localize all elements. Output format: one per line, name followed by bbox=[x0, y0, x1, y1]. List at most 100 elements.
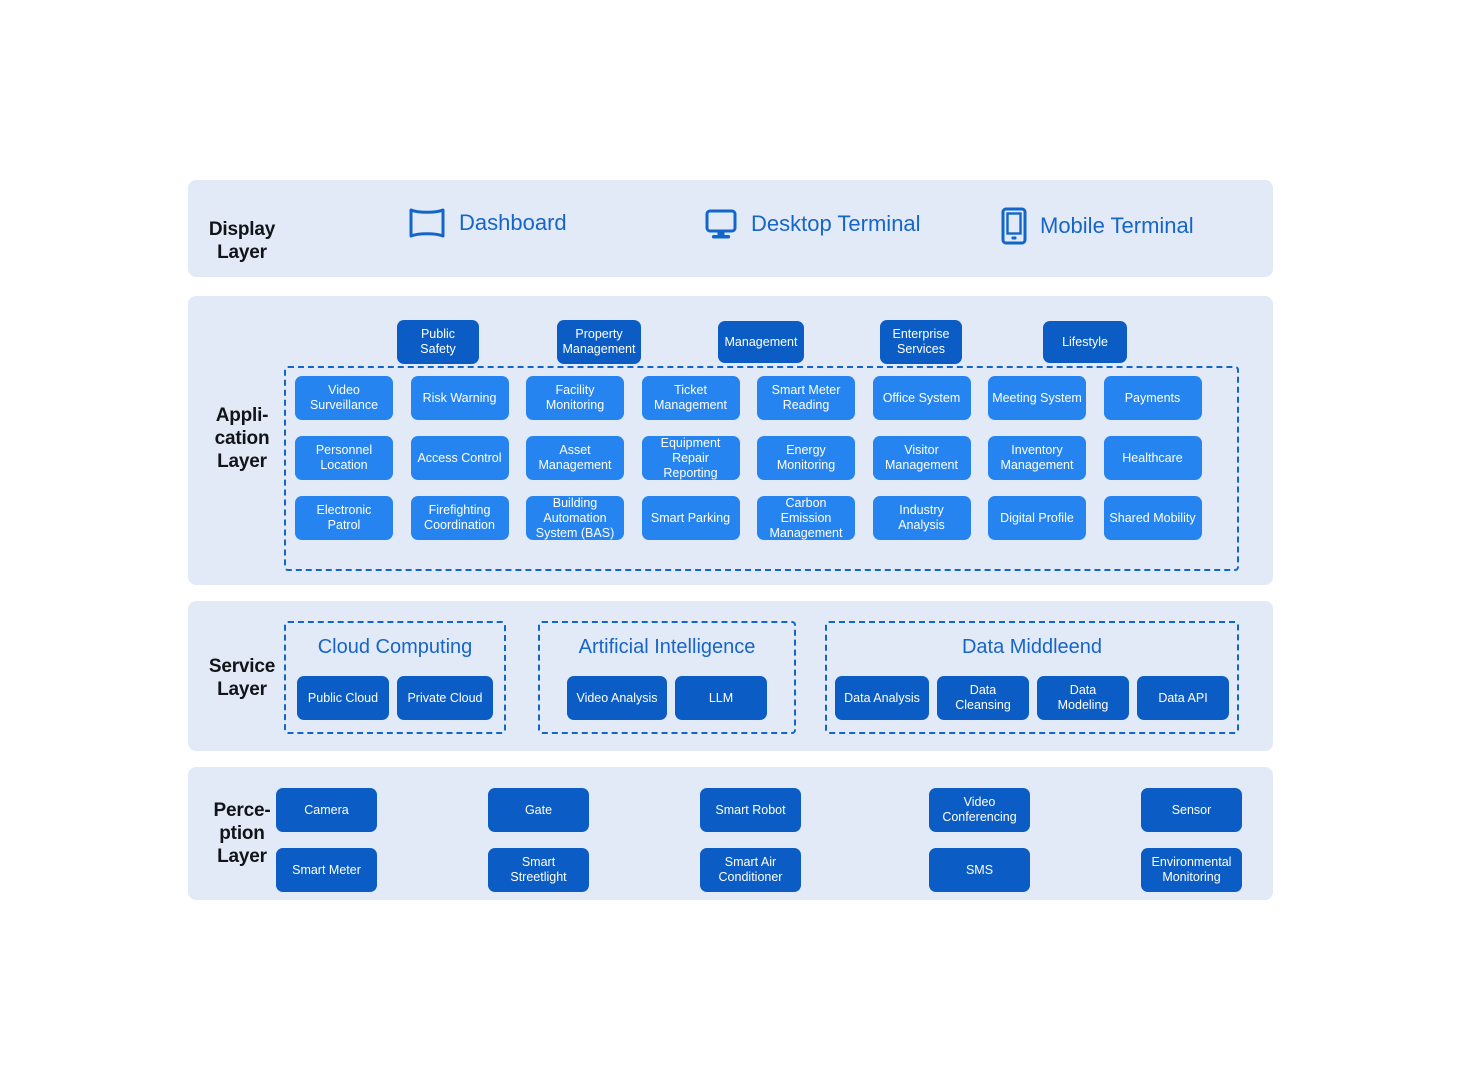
desktop-monitor-icon bbox=[704, 207, 738, 241]
perception-item-sensor[interactable]: Sensor bbox=[1141, 788, 1242, 832]
application-item-smart-meter-reading[interactable]: Smart Meter Reading bbox=[757, 376, 855, 420]
perception-layer-label-line-2: ption bbox=[219, 823, 265, 844]
perception-item-label: Smart Robot bbox=[715, 802, 786, 817]
application-item-electronic-patrol[interactable]: Electronic Patrol bbox=[295, 496, 393, 540]
application-item-personnel-location[interactable]: Personnel Location bbox=[295, 436, 393, 480]
application-item-label: Meeting System bbox=[992, 390, 1082, 405]
application-item-label: Energy Monitoring bbox=[776, 443, 836, 472]
perception-item-label: Smart Air Conditioner bbox=[718, 855, 783, 884]
application-item-label: Office System bbox=[882, 390, 961, 405]
service-chip-label: Public Cloud bbox=[307, 690, 379, 705]
application-item-label: Carbon Emission Management bbox=[769, 495, 843, 540]
perception-item-label: Camera bbox=[304, 802, 349, 817]
application-item-label: Healthcare bbox=[1122, 450, 1183, 465]
display-item-label: Dashboard bbox=[459, 210, 567, 235]
perception-item-environmental-monitoring[interactable]: Environmental Monitoring bbox=[1141, 848, 1242, 892]
perception-item-camera[interactable]: Camera bbox=[276, 788, 377, 832]
display-item-mobile-terminal[interactable]: Mobile Terminal bbox=[1001, 207, 1194, 245]
service-layer-label: Service Layer bbox=[188, 655, 296, 701]
service-group-title: Cloud Computing bbox=[317, 636, 473, 658]
application-item-building-automation-system-bas[interactable]: Building Automation System (BAS) bbox=[526, 496, 624, 540]
service-chip-public-cloud[interactable]: Public Cloud bbox=[297, 676, 389, 720]
application-item-video-surveillance[interactable]: Video Surveillance bbox=[295, 376, 393, 420]
perception-item-smart-streetlight[interactable]: Smart Streetlight bbox=[488, 848, 589, 892]
application-item-shared-mobility[interactable]: Shared Mobility bbox=[1103, 496, 1202, 540]
perception-item-label: Environmental Monitoring bbox=[1151, 855, 1232, 884]
application-item-visitor-management[interactable]: Visitor Management bbox=[872, 436, 971, 480]
service-chip-llm[interactable]: LLM bbox=[675, 676, 767, 720]
application-item-risk-warning[interactable]: Risk Warning bbox=[410, 376, 509, 420]
display-item-label: Desktop Terminal bbox=[751, 211, 921, 236]
application-item-energy-monitoring[interactable]: Energy Monitoring bbox=[757, 436, 855, 480]
perception-item-label: Video Conferencing bbox=[942, 795, 1017, 824]
application-item-label: Industry Analysis bbox=[898, 503, 945, 532]
service-chip-video-analysis[interactable]: Video Analysis bbox=[567, 676, 667, 720]
application-item-label: Smart Meter Reading bbox=[771, 383, 841, 412]
application-item-inventory-management[interactable]: Inventory Management bbox=[988, 436, 1086, 480]
service-chip-data-api[interactable]: Data API bbox=[1137, 676, 1229, 720]
perception-item-smart-robot[interactable]: Smart Robot bbox=[700, 788, 801, 832]
service-group-chips: Video Analysis LLM bbox=[540, 676, 794, 720]
perception-item-sms[interactable]: SMS bbox=[929, 848, 1030, 892]
application-item-label: Payments bbox=[1124, 390, 1181, 405]
service-chip-data-analysis[interactable]: Data Analysis bbox=[835, 676, 929, 720]
application-item-label: Electronic Patrol bbox=[316, 503, 372, 532]
mobile-phone-icon bbox=[1001, 207, 1027, 245]
service-chip-label: Video Analysis bbox=[576, 690, 658, 705]
application-item-ticket-management[interactable]: Ticket Management bbox=[641, 376, 740, 420]
perception-item-smart-meter[interactable]: Smart Meter bbox=[276, 848, 377, 892]
application-item-asset-management[interactable]: Asset Management bbox=[526, 436, 624, 480]
application-item-industry-analysis[interactable]: Industry Analysis bbox=[872, 496, 971, 540]
application-item-payments[interactable]: Payments bbox=[1103, 376, 1202, 420]
application-item-facility-monitoring[interactable]: Facility Monitoring bbox=[526, 376, 624, 420]
service-chip-data-modeling[interactable]: Data Modeling bbox=[1037, 676, 1129, 720]
application-item-smart-parking[interactable]: Smart Parking bbox=[641, 496, 740, 540]
application-category-label: Management bbox=[724, 334, 798, 349]
service-group-title: Artificial Intelligence bbox=[578, 636, 756, 658]
application-item-label: Equipment Repair Reporting bbox=[660, 435, 721, 480]
application-item-digital-profile[interactable]: Digital Profile bbox=[988, 496, 1086, 540]
service-chip-data-cleansing[interactable]: Data Cleansing bbox=[937, 676, 1029, 720]
display-item-label: Mobile Terminal bbox=[1040, 213, 1194, 238]
perception-item-smart-air-conditioner[interactable]: Smart Air Conditioner bbox=[700, 848, 801, 892]
perception-layer-label: Perce- ption Layer bbox=[188, 799, 296, 868]
application-item-carbon-emission-management[interactable]: Carbon Emission Management bbox=[757, 496, 855, 540]
application-item-label: Risk Warning bbox=[422, 390, 497, 405]
service-chip-private-cloud[interactable]: Private Cloud bbox=[397, 676, 493, 720]
perception-item-label: Smart Streetlight bbox=[510, 855, 567, 884]
display-layer-items: Dashboard Desktop Terminal bbox=[408, 180, 1273, 277]
perception-item-video-conferencing[interactable]: Video Conferencing bbox=[929, 788, 1030, 832]
application-item-label: Shared Mobility bbox=[1109, 510, 1196, 525]
service-layer-label-line-2: Layer bbox=[217, 679, 267, 700]
application-item-label: Smart Parking bbox=[650, 510, 731, 525]
perception-layer-label-line-3: Layer bbox=[217, 846, 267, 867]
application-item-healthcare[interactable]: Healthcare bbox=[1103, 436, 1202, 480]
display-layer-label-line-2: Layer bbox=[217, 242, 267, 263]
service-chip-label: LLM bbox=[708, 690, 734, 705]
perception-item-gate[interactable]: Gate bbox=[488, 788, 589, 832]
display-item-dashboard[interactable]: Dashboard bbox=[408, 207, 567, 239]
perception-item-label: SMS bbox=[965, 862, 994, 877]
perception-layer-label-line-1: Perce- bbox=[213, 800, 271, 821]
application-item-equipment-repair-reporting[interactable]: Equipment Repair Reporting bbox=[641, 435, 740, 480]
application-layer-label-line-2: cation bbox=[214, 428, 270, 449]
application-item-firefighting-coordination[interactable]: Firefighting Coordination bbox=[410, 496, 509, 540]
application-category-management[interactable]: Management bbox=[718, 321, 804, 363]
display-item-desktop-terminal[interactable]: Desktop Terminal bbox=[704, 207, 921, 241]
application-category-lifestyle[interactable]: Lifestyle bbox=[1043, 321, 1127, 363]
application-item-meeting-system[interactable]: Meeting System bbox=[988, 376, 1086, 420]
service-chip-label: Data Analysis bbox=[844, 690, 920, 705]
application-item-access-control[interactable]: Access Control bbox=[410, 436, 509, 480]
application-item-office-system[interactable]: Office System bbox=[872, 376, 971, 420]
